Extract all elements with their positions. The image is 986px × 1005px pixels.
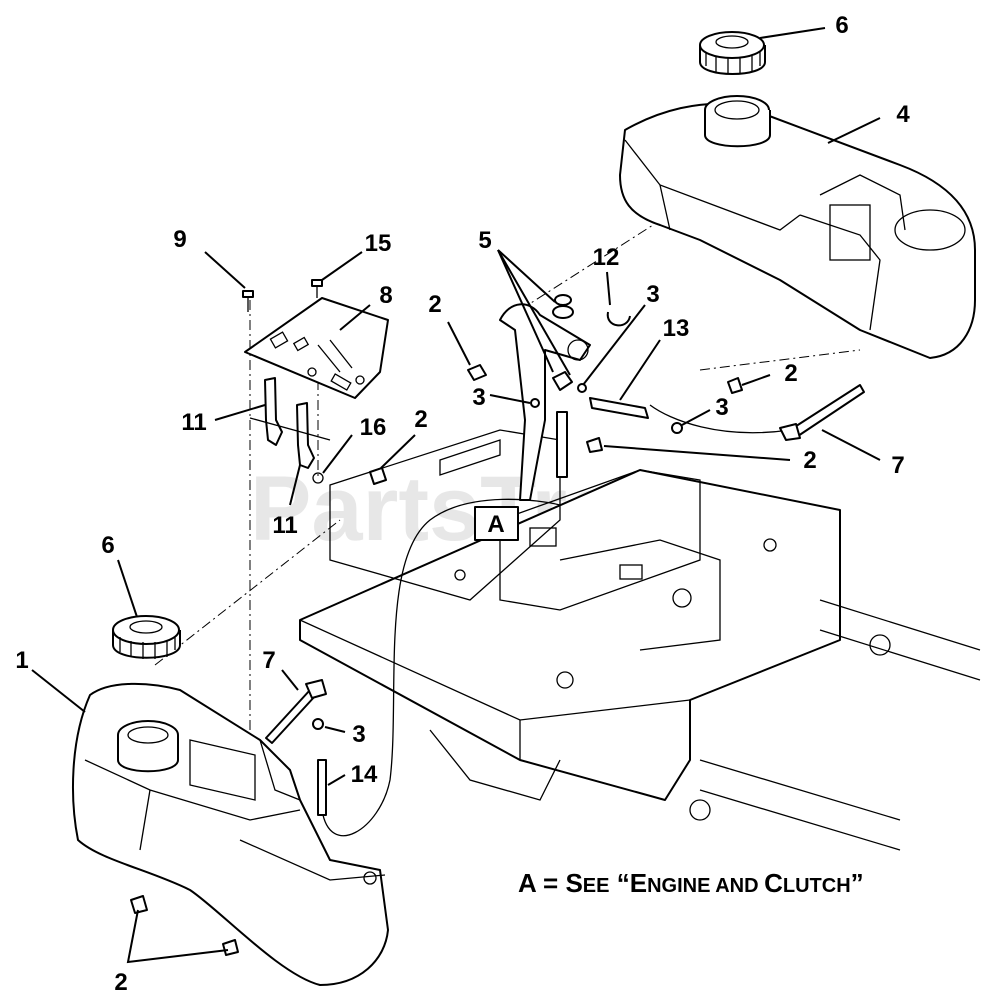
control-levers-11 (249, 377, 331, 484)
fuel-line-13-route (649, 404, 791, 434)
callout-5: 5 (478, 227, 491, 254)
leader-lines (31, 27, 881, 964)
callout-2: 2 (414, 406, 427, 433)
callout-4: 4 (896, 101, 910, 128)
reference-box-label: A (487, 511, 504, 538)
callout-7: 7 (891, 452, 904, 479)
control-panel-8 (244, 297, 389, 399)
fuel-cap-left (112, 615, 181, 659)
align-line-4 (519, 194, 701, 311)
callout-16: 16 (360, 414, 387, 441)
callout-2: 2 (428, 291, 441, 318)
callout-6: 6 (101, 532, 114, 559)
clip-12 (606, 311, 631, 327)
chassis-frame (299, 429, 981, 851)
callout-12: 12 (593, 244, 620, 271)
align-line-3 (154, 519, 341, 666)
callout-2: 2 (784, 360, 797, 387)
callout-6: 6 (835, 12, 848, 39)
callout-11: 11 (181, 409, 206, 436)
callout-1: 1 (15, 647, 28, 674)
fuel-line-13 (589, 397, 649, 419)
fitting-7-left (265, 679, 327, 744)
fuel-cap-top (699, 31, 766, 75)
hose-14-lower (317, 759, 327, 816)
callout-2: 2 (803, 447, 816, 474)
hose-14-upper (556, 411, 568, 478)
callout-7: 7 (262, 647, 275, 674)
callout-8: 8 (379, 282, 392, 309)
align-line-5 (699, 349, 861, 371)
callout-numbers: 1 2 2 2 2 2 3 3 3 3 4 5 6 6 7 7 8 9 11 1… (15, 12, 910, 996)
bolt-15 (311, 279, 323, 298)
callout-2: 2 (114, 969, 127, 996)
nuts-and-clamps (130, 364, 743, 956)
reference-box (474, 506, 519, 541)
callout-3: 3 (352, 721, 365, 748)
reference-caption: A = SEE “ENGINE AND CLUTCH” (518, 868, 864, 898)
callout-3: 3 (646, 281, 659, 308)
callout-14: 14 (351, 761, 378, 788)
callout-11: 11 (272, 512, 297, 539)
callout-9: 9 (173, 226, 186, 253)
bracket-5 (499, 294, 591, 501)
callout-3: 3 (715, 394, 728, 421)
fuel-tank-right (619, 95, 976, 359)
callout-3: 3 (472, 384, 485, 411)
callout-15: 15 (365, 230, 392, 257)
fuel-hose-route (321, 498, 561, 837)
bolt-9 (242, 290, 254, 312)
fitting-7-right (779, 384, 865, 441)
fuel-tank-left (72, 682, 389, 986)
callout-13: 13 (663, 315, 690, 342)
